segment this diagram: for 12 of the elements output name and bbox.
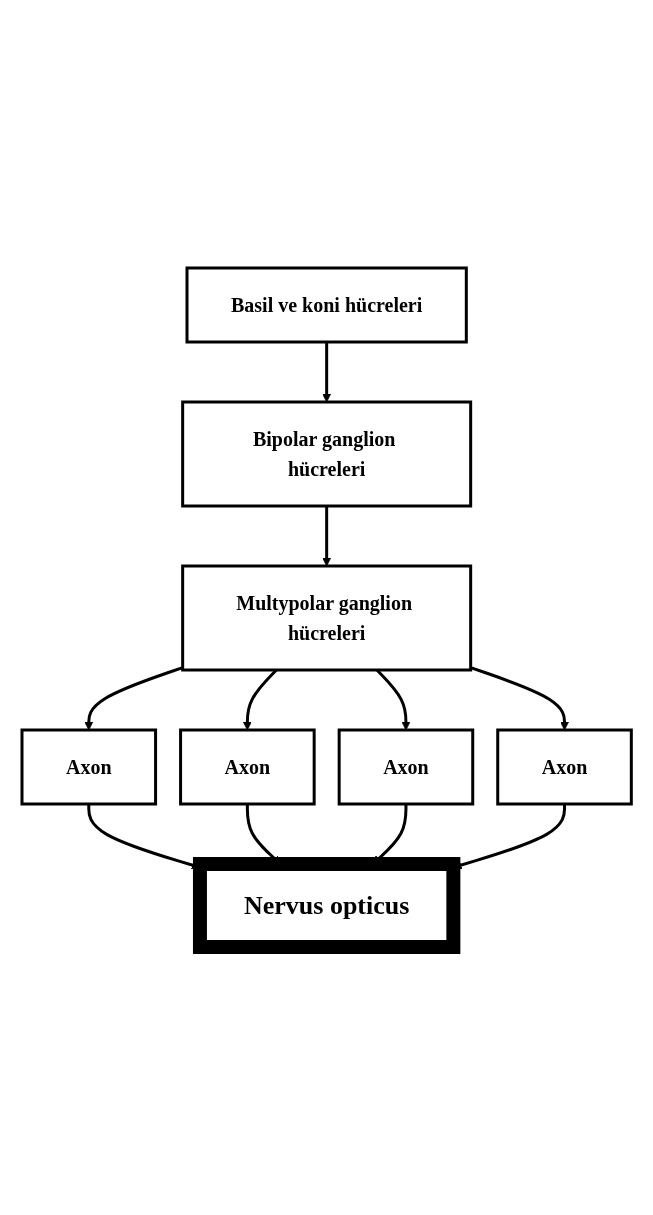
node-box: Nervus opticus [192, 857, 461, 954]
node-box: Multypolar ganglion hücreleri [181, 564, 472, 672]
node-box: Basil ve koni hücreleri [185, 266, 468, 344]
arrow [470, 666, 569, 731]
node-box: Axon [496, 728, 633, 806]
node-box: Axon [178, 728, 316, 806]
node-box: Axon [20, 728, 157, 806]
arrow [322, 342, 331, 403]
arrow [322, 506, 331, 567]
arrow [84, 666, 183, 731]
node-box: Axon [337, 728, 475, 806]
node-box: Bipolar ganglion hücreleri [181, 400, 472, 508]
